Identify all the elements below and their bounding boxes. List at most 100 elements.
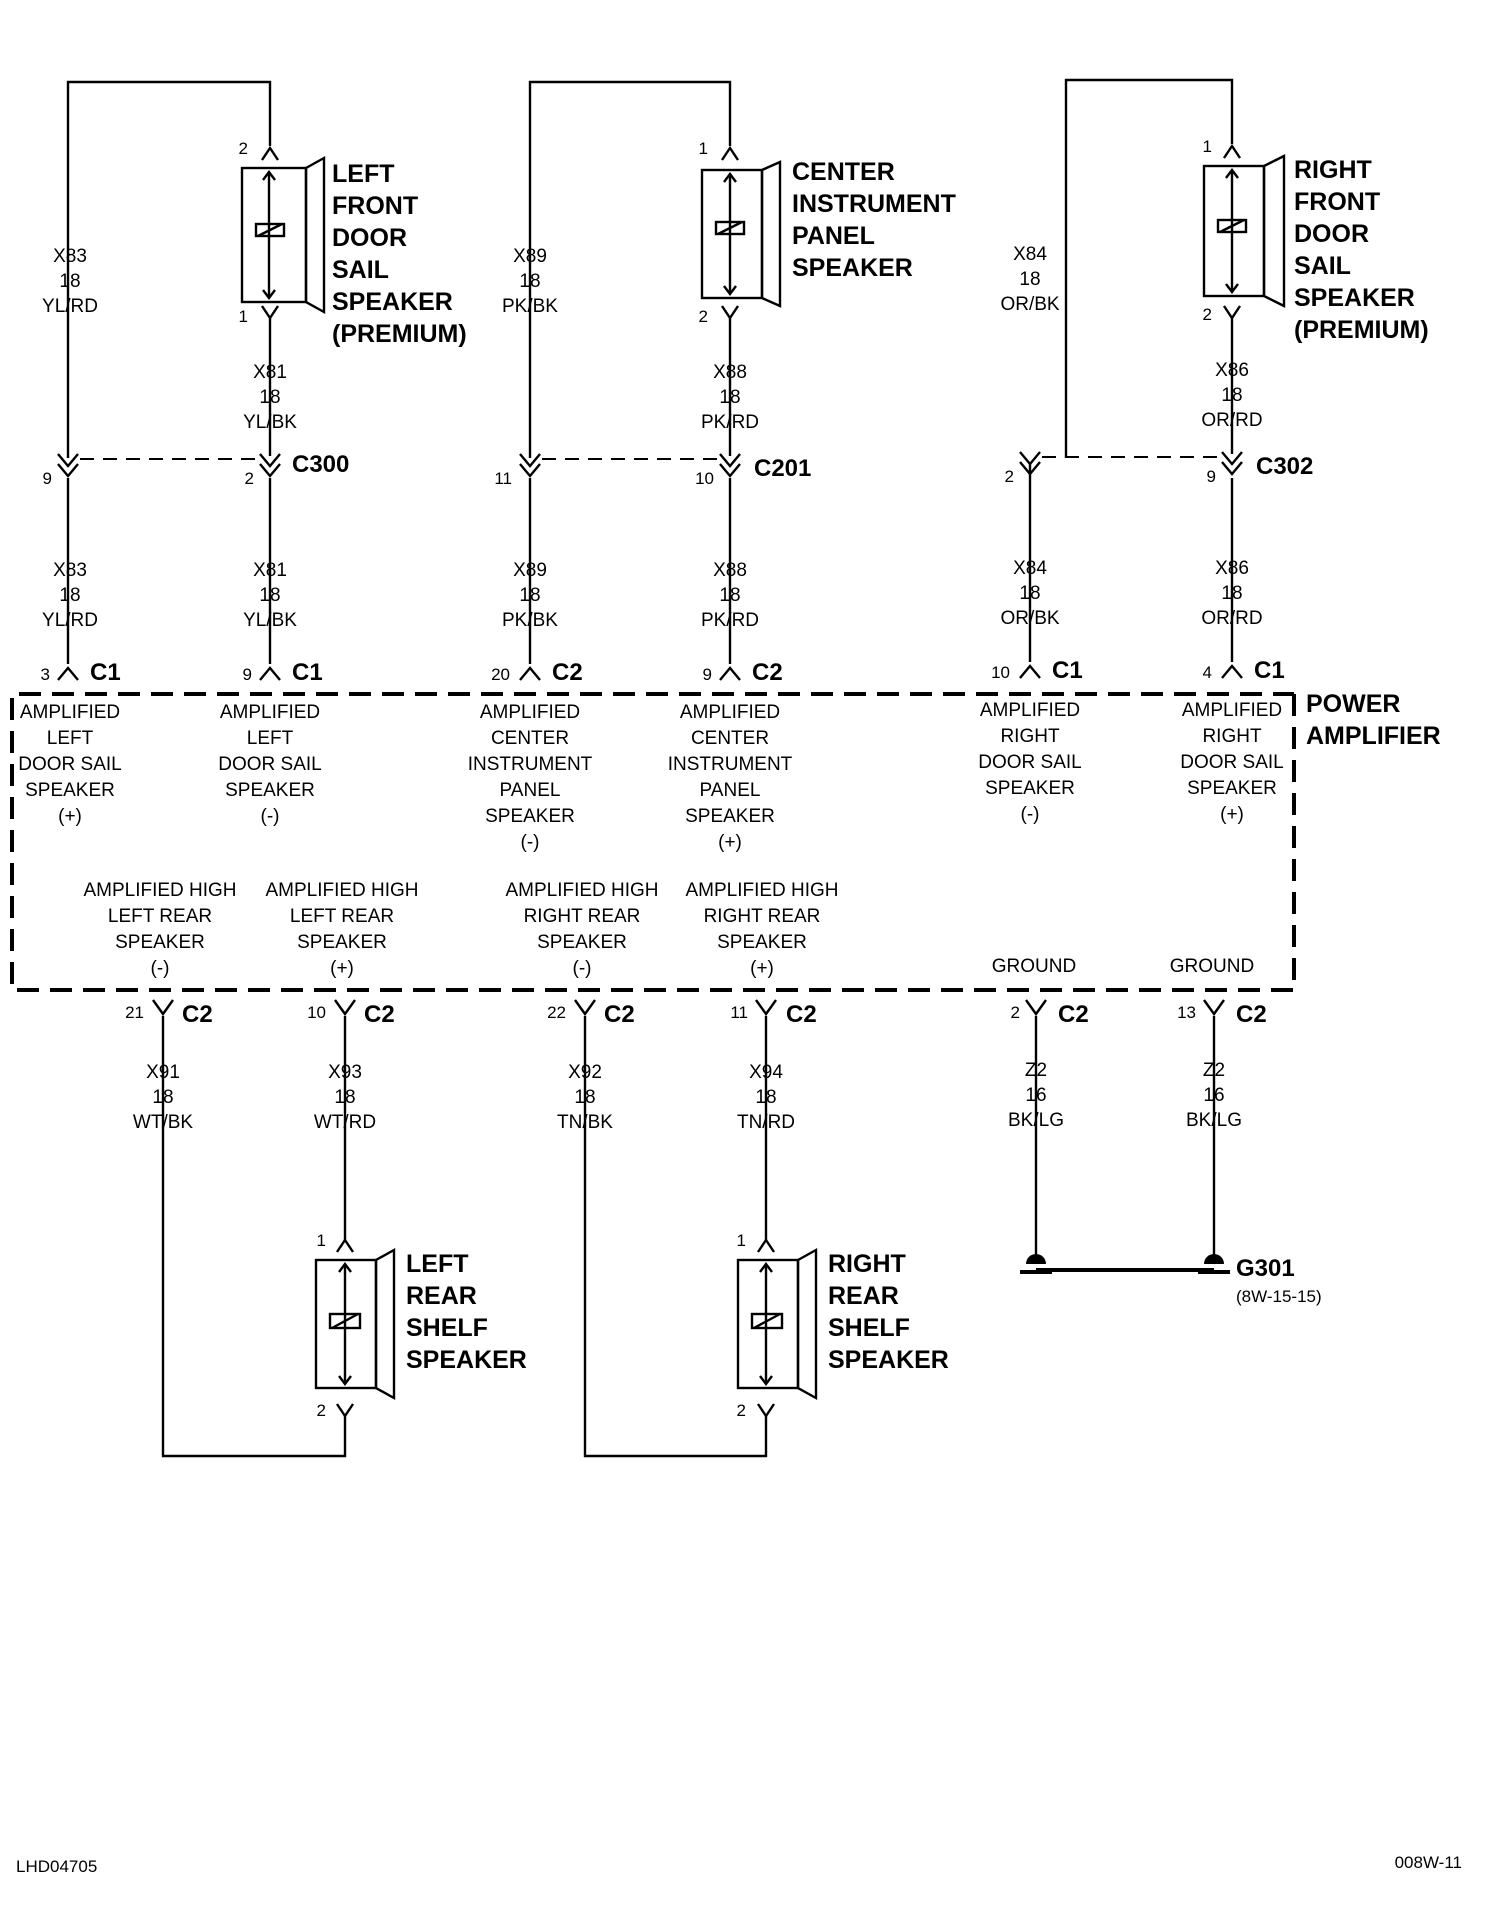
text-line: 16 — [1025, 1085, 1046, 1106]
text-line: 18 — [719, 387, 740, 408]
amp-c2-label-8: C2 — [1236, 1001, 1267, 1028]
text-line: GROUND — [992, 956, 1076, 977]
pin-ct-top: 1 — [699, 139, 708, 158]
amp-c1-label-4: C1 — [1254, 657, 1285, 684]
text-line: REAR — [828, 1282, 899, 1310]
text-line: X88 — [713, 362, 747, 383]
text-line: DOOR — [1294, 220, 1369, 248]
lr-speaker-symbol — [314, 1247, 396, 1401]
text-line: X88 — [713, 560, 747, 581]
text-line: 18 — [519, 271, 540, 292]
text-line: TN/RD — [737, 1112, 795, 1133]
text-line: 18 — [1019, 583, 1040, 604]
text-line: PK/BK — [502, 296, 558, 317]
text-line: 18 — [719, 585, 740, 606]
text-line: SPEAKER — [115, 932, 205, 953]
text-line: AMPLIFIED — [480, 702, 580, 723]
pin-c300-x81: 2 — [245, 469, 254, 488]
text-line: RIGHT — [1000, 726, 1060, 747]
text-line: 18 — [1019, 269, 1040, 290]
text-line: X89 — [513, 246, 547, 267]
pin-amp-x94: 11 — [730, 1003, 748, 1022]
text-line: SHELF — [406, 1314, 488, 1342]
pin-amp-x83: 3 — [41, 665, 50, 684]
text-line: LEFT — [247, 728, 294, 749]
rr-speaker-symbol — [736, 1247, 818, 1401]
text-line: (-) — [1021, 804, 1040, 825]
text-line: INSTRUMENT — [668, 754, 793, 775]
amp-ground-2: GROUND — [1170, 956, 1254, 977]
text-line: SAIL — [1294, 252, 1351, 280]
text-line: (-) — [261, 806, 280, 827]
text-line: 18 — [59, 271, 80, 292]
c302-label: C302 — [1256, 453, 1313, 480]
text-line: LEFT REAR — [290, 906, 394, 927]
text-line: FRONT — [1294, 188, 1380, 216]
text-line: 18 — [574, 1087, 595, 1108]
text-line: (+) — [330, 958, 354, 979]
text-line: X86 — [1215, 558, 1249, 579]
text-line: RIGHT — [828, 1250, 906, 1278]
text-line: POWER — [1306, 690, 1400, 718]
text-line: SPEAKER — [828, 1346, 949, 1374]
text-line: YL/BK — [243, 610, 297, 631]
text-line: AMPLIFIED — [220, 702, 320, 723]
text-line: PANEL — [500, 780, 561, 801]
text-line: (-) — [573, 958, 592, 979]
text-line: X89 — [513, 560, 547, 581]
text-line: 18 — [1221, 583, 1242, 604]
ground-symbols — [1020, 1254, 1230, 1274]
lf-speaker-symbol — [240, 155, 326, 315]
text-line: X92 — [568, 1062, 602, 1083]
text-line: AMPLIFIED HIGH — [505, 880, 658, 901]
text-line: Z2 — [1203, 1060, 1225, 1081]
text-line: PANEL — [700, 780, 761, 801]
c201-label: C201 — [754, 455, 811, 482]
text-line: SPEAKER — [717, 932, 807, 953]
text-line: X81 — [253, 362, 287, 383]
text-line: RIGHT — [1202, 726, 1262, 747]
pin-c201-x89: 11 — [494, 469, 512, 488]
text-line: 18 — [152, 1087, 173, 1108]
text-line: OR/RD — [1201, 410, 1262, 431]
pin-amp-x89: 20 — [491, 665, 510, 684]
text-line: OR/BK — [1000, 294, 1059, 315]
pin-lf-top: 2 — [239, 139, 248, 158]
pin-rf-bot: 2 — [1203, 305, 1212, 324]
pin-lr-bot: 2 — [317, 1401, 326, 1420]
text-line: SPEAKER — [332, 288, 453, 316]
text-line: X84 — [1013, 558, 1047, 579]
rf-speaker-symbol — [1202, 154, 1286, 308]
text-line: INSTRUMENT — [468, 754, 593, 775]
text-line: INSTRUMENT — [792, 190, 956, 218]
text-line: Z2 — [1025, 1060, 1047, 1081]
text-line: DOOR — [332, 224, 407, 252]
pin-amp-x81: 9 — [243, 665, 252, 684]
text-line: LEFT — [47, 728, 94, 749]
text-line: 18 — [59, 585, 80, 606]
text-line: AMPLIFIED HIGH — [265, 880, 418, 901]
text-line: SPEAKER — [1187, 778, 1277, 799]
amp-c2-label-4: C2 — [364, 1001, 395, 1028]
text-line: REAR — [406, 1282, 477, 1310]
text-line: 18 — [259, 585, 280, 606]
text-line: 18 — [755, 1087, 776, 1108]
